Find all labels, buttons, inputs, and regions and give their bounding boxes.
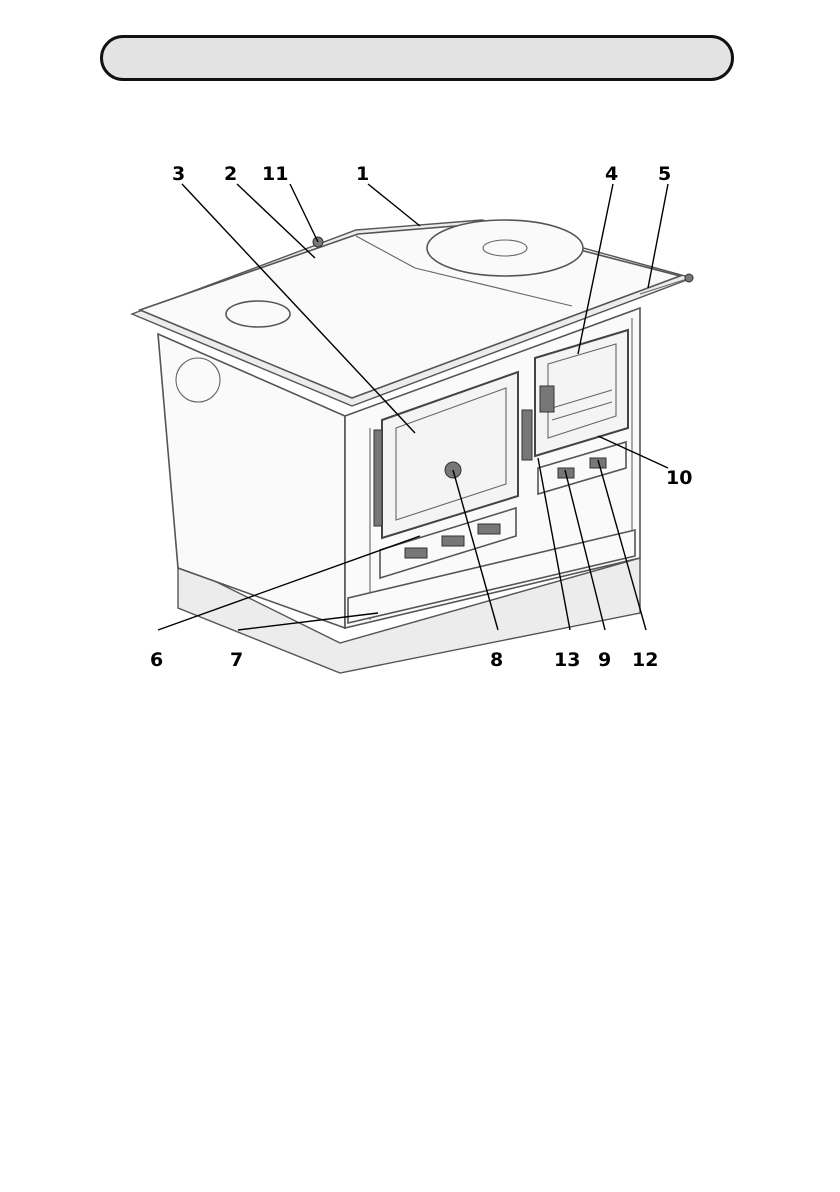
- callout-8: 8: [490, 649, 503, 671]
- callout-5: 5: [658, 163, 671, 185]
- hotplate-large: [427, 220, 583, 276]
- callout-12: 12: [632, 649, 658, 671]
- section-header-bar: [100, 35, 734, 81]
- callout-9: 9: [598, 649, 611, 671]
- callout-13: 13: [554, 649, 580, 671]
- stove-diagram: 3 2 11 1 4 5 10 6 7 8 13 9 12: [120, 158, 746, 680]
- callout-4: 4: [605, 163, 618, 185]
- stove-drawing: 3 2 11 1 4 5 10 6 7 8 13 9 12: [120, 158, 746, 680]
- callout-10: 10: [666, 467, 692, 489]
- callout-6: 6: [150, 649, 163, 671]
- hotplate-ring: [226, 301, 290, 327]
- callout-2: 2: [224, 163, 237, 185]
- callout-7: 7: [230, 649, 243, 671]
- callout-11: 11: [262, 163, 288, 185]
- callout-3: 3: [172, 163, 185, 185]
- callout-1: 1: [356, 163, 369, 185]
